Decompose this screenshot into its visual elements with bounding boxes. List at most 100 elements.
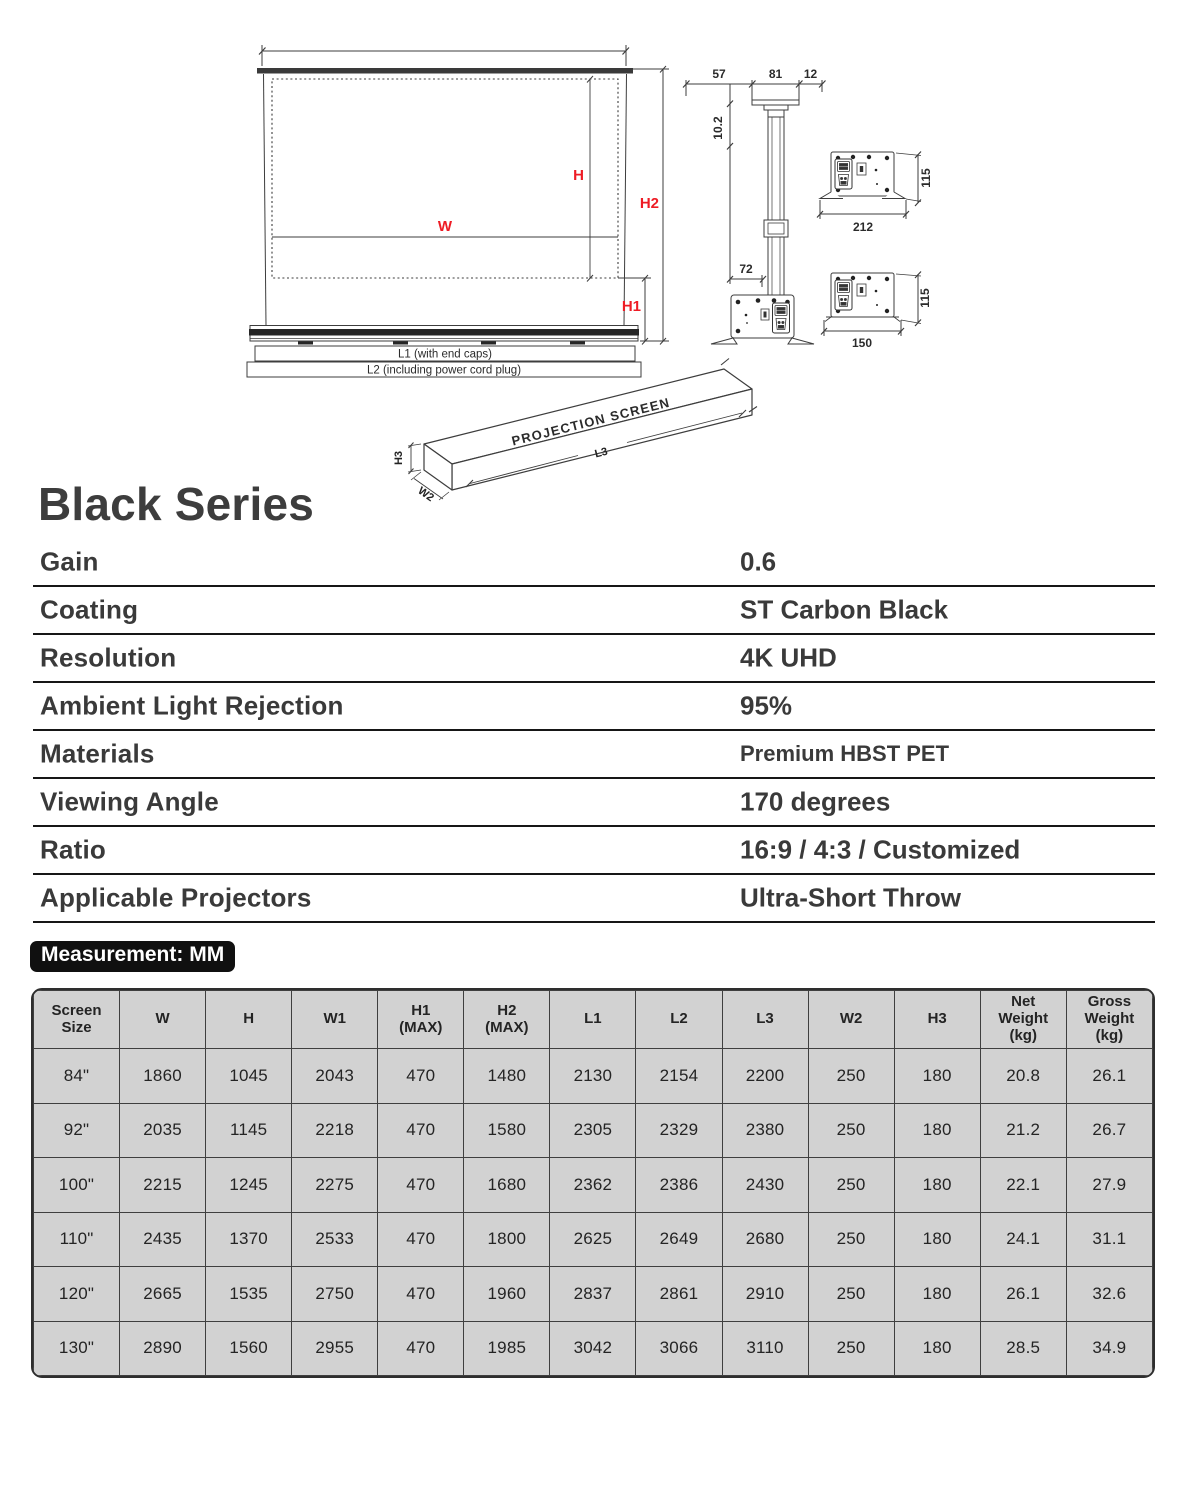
table-cell: 180 — [893, 1211, 981, 1267]
spec-value: 4K UHD — [740, 642, 837, 673]
column-header: W1 — [291, 990, 379, 1049]
table-cell: 21.2 — [979, 1102, 1067, 1158]
table-cell: 1960 — [463, 1266, 551, 1322]
table-cell: 250 — [807, 1320, 895, 1376]
table-cell: 24.1 — [979, 1211, 1067, 1267]
column-header: H1 (MAX) — [377, 990, 465, 1049]
spec-label: Ambient Light Rejection — [40, 690, 344, 721]
table-cell: 470 — [377, 1320, 465, 1376]
detail-view-top — [816, 151, 922, 219]
table-cell: 2215 — [119, 1157, 207, 1213]
table-cell: 1560 — [205, 1320, 293, 1376]
detail-top-width: 212 — [853, 220, 873, 234]
table-cell: 180 — [893, 1102, 981, 1158]
table-cell: 1800 — [463, 1211, 551, 1267]
table-cell: 2680 — [721, 1211, 809, 1267]
table-cell: 3066 — [635, 1320, 723, 1376]
table-cell: 100" — [33, 1157, 121, 1213]
side-view-diagram — [682, 80, 826, 345]
side-dim-57: 57 — [712, 67, 726, 81]
table-cell: 2533 — [291, 1211, 379, 1267]
spec-row: Viewing Angle 170 degrees — [33, 779, 1155, 827]
measurement-unit-badge: Measurement: MM — [30, 941, 236, 972]
table-cell: 34.9 — [1065, 1320, 1153, 1376]
box-height-label: H3 — [393, 451, 405, 465]
table-cell: 2665 — [119, 1266, 207, 1322]
spec-row: Materials Premium HBST PET — [33, 731, 1155, 779]
spec-label: Materials — [40, 738, 155, 769]
table-cell: 26.1 — [979, 1266, 1067, 1322]
table-cell: 2750 — [291, 1266, 379, 1322]
l2-dimension-label: L2 (including power cord plug) — [367, 365, 521, 377]
table-cell: 470 — [377, 1266, 465, 1322]
table-cell: 2861 — [635, 1266, 723, 1322]
table-cell: 180 — [893, 1157, 981, 1213]
spec-label: Gain — [40, 546, 99, 577]
table-cell: 180 — [893, 1266, 981, 1322]
spec-value: Premium HBST PET — [740, 741, 950, 766]
table-cell: 1370 — [205, 1211, 293, 1267]
table-cell: 2130 — [549, 1048, 637, 1104]
column-header: Net Weight (kg) — [979, 990, 1067, 1049]
table-cell: 2625 — [549, 1211, 637, 1267]
table-cell: 1245 — [205, 1157, 293, 1213]
spec-value: 95% — [740, 690, 793, 721]
column-header: Screen Size — [33, 990, 121, 1049]
table-cell: 2218 — [291, 1102, 379, 1158]
table-cell: 1860 — [119, 1048, 207, 1104]
table-cell: 22.1 — [979, 1157, 1067, 1213]
spec-value: Ultra-Short Throw — [740, 882, 961, 913]
table-cell: 1580 — [463, 1102, 551, 1158]
table-cell: 470 — [377, 1102, 465, 1158]
technical-diagram: W H H2 H1 L1 (with end caps) L2 (includi… — [246, 45, 933, 504]
front-height1-label: H1 — [622, 298, 641, 315]
spec-value: ST Carbon Black — [740, 594, 949, 625]
spec-row: Applicable Projectors Ultra-Short Throw — [33, 875, 1155, 923]
spec-label: Viewing Angle — [40, 786, 219, 817]
page-title: Black Series — [38, 478, 315, 530]
table-cell: 2305 — [549, 1102, 637, 1158]
table-cell: 2649 — [635, 1211, 723, 1267]
spec-value: 170 degrees — [740, 786, 891, 817]
table-cell: 2380 — [721, 1102, 809, 1158]
table-cell: 250 — [807, 1102, 895, 1158]
column-header: W — [119, 990, 207, 1049]
table-cell: 2154 — [635, 1048, 723, 1104]
column-header: H2 (MAX) — [463, 990, 551, 1049]
table-cell: 120" — [33, 1266, 121, 1322]
detail-bottom-height: 115 — [918, 288, 932, 308]
screen-3d-box — [407, 358, 758, 501]
table-cell: 2200 — [721, 1048, 809, 1104]
side-dim-10-2: 10.2 — [711, 116, 725, 140]
table-cell: 2362 — [549, 1157, 637, 1213]
table-cell: 180 — [893, 1320, 981, 1376]
table-cell: 2435 — [119, 1211, 207, 1267]
column-header: H3 — [893, 990, 981, 1049]
table-cell: 84" — [33, 1048, 121, 1104]
box-depth-label: W2 — [416, 485, 436, 504]
spec-label: Applicable Projectors — [40, 882, 312, 913]
table-cell: 110" — [33, 1211, 121, 1267]
table-cell: 470 — [377, 1157, 465, 1213]
detail-view-bottom — [820, 271, 922, 336]
front-height-label: H — [573, 167, 584, 184]
spec-label: Coating — [40, 594, 139, 625]
box-length-label: L3 — [594, 446, 609, 461]
detail-bottom-width: 150 — [852, 336, 872, 350]
column-header: L3 — [721, 990, 809, 1049]
table-cell: 3042 — [549, 1320, 637, 1376]
table-cell: 1480 — [463, 1048, 551, 1104]
table-cell: 2043 — [291, 1048, 379, 1104]
table-cell: 2035 — [119, 1102, 207, 1158]
table-cell: 31.1 — [1065, 1211, 1153, 1267]
table-cell: 2430 — [721, 1157, 809, 1213]
table-cell: 470 — [377, 1048, 465, 1104]
front-width-label: W — [438, 218, 453, 235]
column-header: H — [205, 990, 293, 1049]
